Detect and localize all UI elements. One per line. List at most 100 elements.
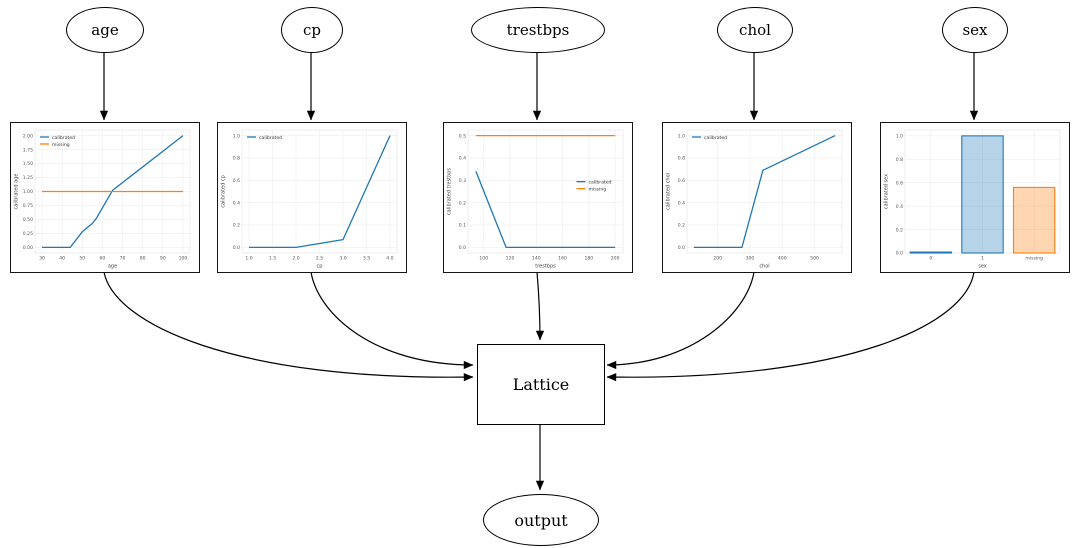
svg-text:1.25: 1.25	[23, 175, 33, 181]
svg-text:40: 40	[59, 256, 65, 262]
svg-text:0.2: 0.2	[233, 223, 240, 229]
legend-label-missing: missing	[52, 142, 70, 148]
svg-text:calibrated chol: calibrated chol	[666, 173, 672, 210]
node-output-label: output	[514, 510, 568, 530]
node-lattice-label: Lattice	[512, 375, 570, 394]
svg-text:cp: cp	[317, 264, 323, 270]
node-sex: sex	[942, 7, 1008, 53]
svg-text:100: 100	[179, 256, 188, 262]
node-trestbps: trestbps	[471, 7, 605, 53]
svg-text:0.0: 0.0	[896, 251, 903, 257]
node-chol: chol	[717, 7, 793, 53]
svg-text:1.5: 1.5	[269, 256, 276, 262]
legend-label-calibrated: calibrated	[704, 135, 727, 141]
bar-missing	[1012, 186, 1056, 254]
svg-text:0.75: 0.75	[23, 203, 33, 209]
node-age: age	[66, 7, 144, 53]
svg-text:0.4: 0.4	[896, 204, 903, 210]
svg-text:300: 300	[746, 256, 755, 262]
svg-text:500: 500	[810, 256, 819, 262]
svg-text:calibrated trestbps: calibrated trestbps	[447, 168, 453, 216]
legend-label-missing: missing	[589, 186, 607, 192]
svg-text:180: 180	[584, 256, 593, 262]
svg-text:calibrated age: calibrated age	[14, 174, 20, 210]
series-calibrated	[693, 135, 836, 249]
edge-trestbps-calibrator-to-lattice	[535, 271, 545, 341]
edge-age-calibrator-to-lattice	[103, 271, 474, 382]
series-calibrated	[475, 171, 616, 249]
svg-text:0.3: 0.3	[459, 178, 466, 184]
node-cp: cp	[281, 7, 343, 53]
svg-text:80: 80	[140, 256, 146, 262]
svg-text:0.0: 0.0	[233, 245, 240, 251]
node-age-label: age	[91, 21, 119, 39]
svg-text:200: 200	[713, 256, 722, 262]
svg-text:140: 140	[532, 256, 541, 262]
svg-text:0.8: 0.8	[233, 156, 240, 162]
svg-text:3.0: 3.0	[339, 256, 346, 262]
svg-text:0.4: 0.4	[233, 200, 240, 206]
svg-text:calibrated sex: calibrated sex	[884, 174, 890, 209]
svg-text:0.2: 0.2	[459, 200, 466, 206]
svg-text:0.0: 0.0	[678, 245, 685, 251]
svg-text:30: 30	[39, 256, 45, 262]
svg-text:0.5: 0.5	[459, 133, 466, 139]
svg-text:90: 90	[160, 256, 166, 262]
svg-text:calibrated cp: calibrated cp	[221, 175, 227, 208]
svg-text:0.6: 0.6	[896, 180, 903, 186]
legend-label-calibrated: calibrated	[589, 179, 612, 185]
svg-text:sex: sex	[978, 264, 987, 270]
svg-text:0: 0	[929, 256, 932, 262]
svg-text:trestbps: trestbps	[535, 264, 556, 270]
svg-text:1.75: 1.75	[23, 147, 33, 153]
svg-text:0.6: 0.6	[678, 178, 685, 184]
node-cp-label: cp	[302, 21, 321, 39]
svg-text:chol: chol	[759, 264, 769, 270]
svg-text:2.5: 2.5	[316, 256, 323, 262]
svg-text:1.0: 1.0	[233, 133, 240, 139]
svg-text:1.00: 1.00	[23, 189, 33, 195]
svg-text:0.2: 0.2	[678, 223, 685, 229]
node-sex-label: sex	[962, 21, 988, 39]
svg-text:0.4: 0.4	[459, 156, 466, 162]
bar-1	[961, 135, 1004, 254]
svg-text:0.25: 0.25	[23, 231, 33, 237]
svg-text:50: 50	[79, 256, 85, 262]
svg-text:160: 160	[558, 256, 567, 262]
series-calibrated	[249, 135, 391, 249]
svg-text:missing: missing	[1025, 256, 1043, 262]
node-chol-label: chol	[739, 21, 771, 39]
svg-text:0.00: 0.00	[23, 245, 33, 251]
svg-text:0.50: 0.50	[23, 217, 33, 223]
svg-text:age: age	[108, 264, 117, 270]
svg-text:100: 100	[479, 256, 488, 262]
svg-text:0.4: 0.4	[678, 200, 685, 206]
edge-sex-calibrator-to-lattice	[606, 271, 975, 382]
svg-text:1.0: 1.0	[678, 133, 685, 139]
bar-0	[909, 251, 953, 254]
svg-text:0.1: 0.1	[459, 223, 466, 229]
svg-text:70: 70	[120, 256, 126, 262]
edge-chol-calibrator-to-lattice	[606, 271, 755, 370]
series-calibrated	[42, 135, 184, 249]
svg-text:3.5: 3.5	[363, 256, 370, 262]
svg-text:0.8: 0.8	[678, 156, 685, 162]
legend-label-calibrated: calibrated	[52, 135, 75, 141]
svg-text:4.0: 4.0	[386, 256, 393, 262]
svg-text:0.8: 0.8	[896, 157, 903, 163]
edge-cp-calibrator-to-lattice	[310, 271, 474, 370]
svg-text:0.0: 0.0	[459, 245, 466, 251]
svg-text:0.2: 0.2	[896, 227, 903, 233]
svg-text:120: 120	[506, 256, 515, 262]
node-lattice: Lattice	[477, 344, 605, 425]
